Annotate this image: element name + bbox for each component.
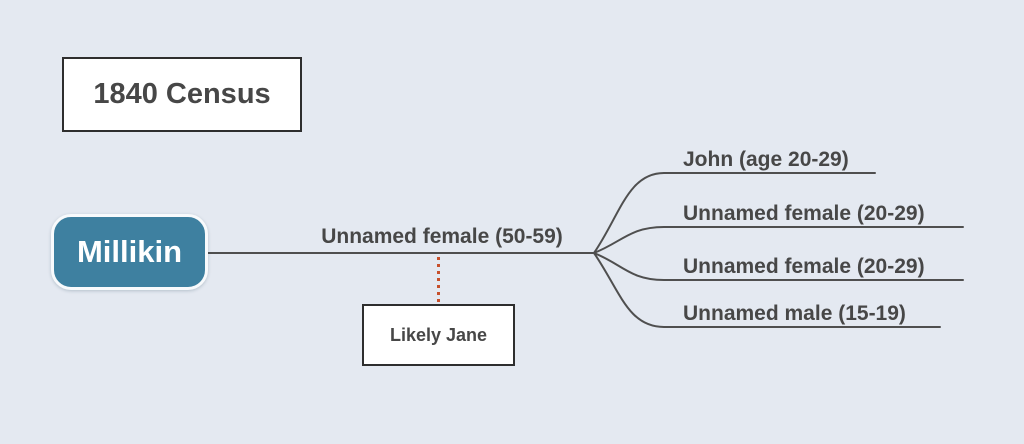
legend-label: 1840 Census [93, 78, 271, 110]
branch-label-unnamed-male-15-19[interactable]: Unnamed male (15-19) [683, 302, 906, 325]
legend-box-1840-census[interactable]: 1840 Census [62, 57, 302, 132]
branch-label-unnamed-female-20-29-second[interactable]: Unnamed female (20-29) [683, 255, 925, 278]
branch-label-unnamed-female-50-59[interactable]: Unnamed female (50-59) [321, 225, 563, 248]
child-branch-line-female-1 [593, 226, 964, 254]
root-node-label: Millikin [76, 234, 183, 269]
branch-label-john[interactable]: John (age 20-29) [683, 148, 849, 171]
callout-label: Likely Jane [389, 324, 488, 345]
root-node-millikin[interactable]: Millikin [51, 214, 208, 290]
callout-box-likely-jane[interactable]: Likely Jane [362, 304, 515, 366]
branch-label-unnamed-female-20-29-first[interactable]: Unnamed female (20-29) [683, 202, 925, 225]
